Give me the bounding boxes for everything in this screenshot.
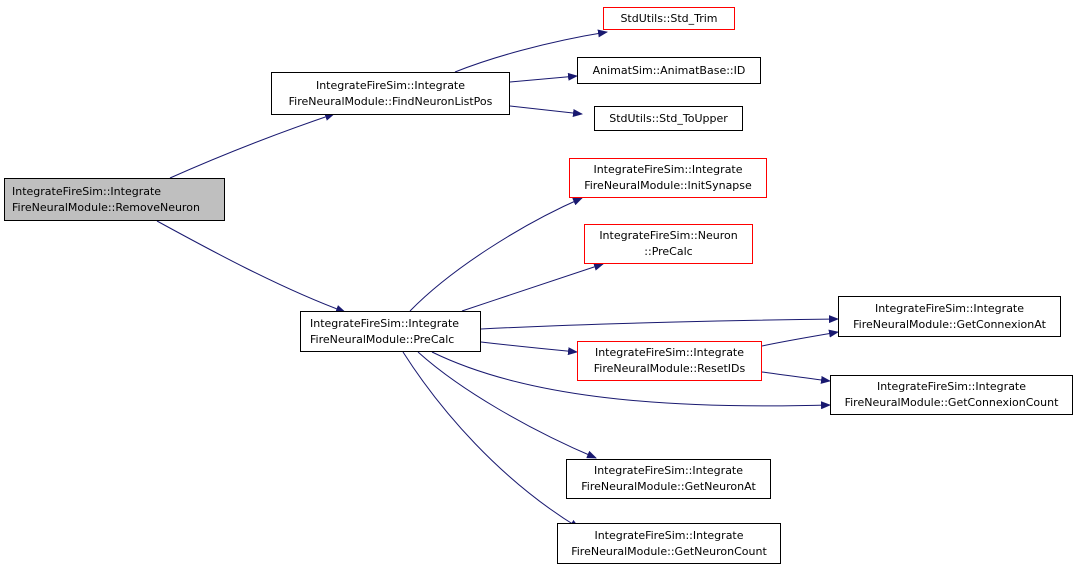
- node-get-neuron-count[interactable]: IntegrateFireSim::Integrate FireNeuralMo…: [557, 523, 781, 564]
- node-get-connexion-at-line1: IntegrateFireSim::Integrate: [874, 301, 1025, 315]
- node-get-neuron-at[interactable]: IntegrateFireSim::Integrate FireNeuralMo…: [566, 459, 771, 499]
- edge-precalc-initsynapse: [409, 197, 583, 312]
- node-std-trim-label: StdUtils::Std_Trim: [620, 11, 718, 25]
- edge-removeneuron-findneuronlistpos: [169, 113, 335, 179]
- node-find-neuron-list-pos[interactable]: IntegrateFireSim::Integrate FireNeuralMo…: [271, 72, 510, 115]
- node-init-synapse-line2: FireNeuralModule::InitSynapse: [584, 179, 752, 192]
- edge-precalc-getconnexionat: [480, 315, 839, 330]
- edge-precalc-neuron-precalc: [461, 262, 604, 312]
- node-std-to-upper[interactable]: StdUtils::Std_ToUpper: [594, 106, 743, 131]
- node-get-connexion-count-line2: FireNeuralModule::GetConnexionCount: [844, 396, 1059, 409]
- node-remove-neuron: IntegrateFireSim::Integrate FireNeuralMo…: [4, 178, 225, 221]
- edge-findneuronlistpos-std-trim: [454, 29, 608, 73]
- node-get-connexion-at[interactable]: IntegrateFireSim::Integrate FireNeuralMo…: [838, 296, 1061, 337]
- node-neuron-precalc-line2: ::PreCalc: [644, 245, 693, 258]
- node-get-neuron-at-line1: IntegrateFireSim::Integrate: [593, 464, 744, 477]
- edge-precalc-getneuroncount: [402, 351, 580, 529]
- node-get-connexion-count-line1: IntegrateFireSim::Integrate: [876, 380, 1027, 393]
- edge-resetids-getconnexioncount: [761, 371, 831, 384]
- node-module-precalc-line1: IntegrateFireSim::Integrate: [310, 316, 460, 330]
- node-std-to-upper-label: StdUtils::Std_ToUpper: [609, 111, 728, 125]
- node-module-precalc-line2: FireNeuralModule::PreCalc: [310, 332, 455, 346]
- node-animat-base-id-label: AnimatSim::AnimatBase::ID: [592, 63, 746, 77]
- node-init-synapse-line1: IntegrateFireSim::Integrate: [593, 163, 743, 176]
- node-init-synapse[interactable]: IntegrateFireSim::Integrate FireNeuralMo…: [569, 158, 767, 198]
- node-remove-neuron-line1: IntegrateFireSim::Integrate: [12, 184, 162, 198]
- edge-findneuronlistpos-animatbase-id: [509, 72, 578, 83]
- node-reset-ids-line1: IntegrateFireSim::Integrate: [594, 346, 745, 359]
- node-remove-neuron-line2: FireNeuralModule::RemoveNeuron: [12, 200, 200, 214]
- edge-precalc-resetids: [480, 341, 578, 356]
- node-find-neuron-list-pos-line2: FireNeuralModule::FindNeuronListPos: [288, 94, 493, 108]
- node-animat-base-id[interactable]: AnimatSim::AnimatBase::ID: [577, 57, 761, 84]
- node-std-trim[interactable]: StdUtils::Std_Trim: [603, 7, 735, 30]
- edge-precalc-getneuronat: [417, 351, 597, 459]
- edge-resetids-getconnexionat: [761, 329, 839, 347]
- node-module-precalc[interactable]: IntegrateFireSim::Integrate FireNeuralMo…: [300, 311, 481, 352]
- edge-precalc-getconnexioncount: [431, 351, 831, 410]
- node-get-neuron-count-line1: IntegrateFireSim::Integrate: [594, 528, 744, 542]
- edge-removeneuron-module-precalc: [156, 220, 346, 313]
- node-get-neuron-count-line2: FireNeuralModule::GetNeuronCount: [571, 544, 767, 558]
- node-neuron-precalc[interactable]: IntegrateFireSim::Neuron ::PreCalc: [584, 224, 753, 264]
- edge-findneuronlistpos-std-toupper: [509, 105, 583, 117]
- node-get-neuron-at-line2: FireNeuralModule::GetNeuronAt: [581, 480, 756, 493]
- node-find-neuron-list-pos-line1: IntegrateFireSim::Integrate: [315, 78, 466, 92]
- node-get-connexion-count[interactable]: IntegrateFireSim::Integrate FireNeuralMo…: [830, 375, 1073, 415]
- node-neuron-precalc-line1: IntegrateFireSim::Neuron: [599, 229, 738, 242]
- node-get-connexion-at-line2: FireNeuralModule::GetConnexionAt: [853, 317, 1046, 331]
- node-reset-ids[interactable]: IntegrateFireSim::Integrate FireNeuralMo…: [577, 341, 762, 381]
- node-reset-ids-line2: FireNeuralModule::ResetIDs: [593, 362, 746, 375]
